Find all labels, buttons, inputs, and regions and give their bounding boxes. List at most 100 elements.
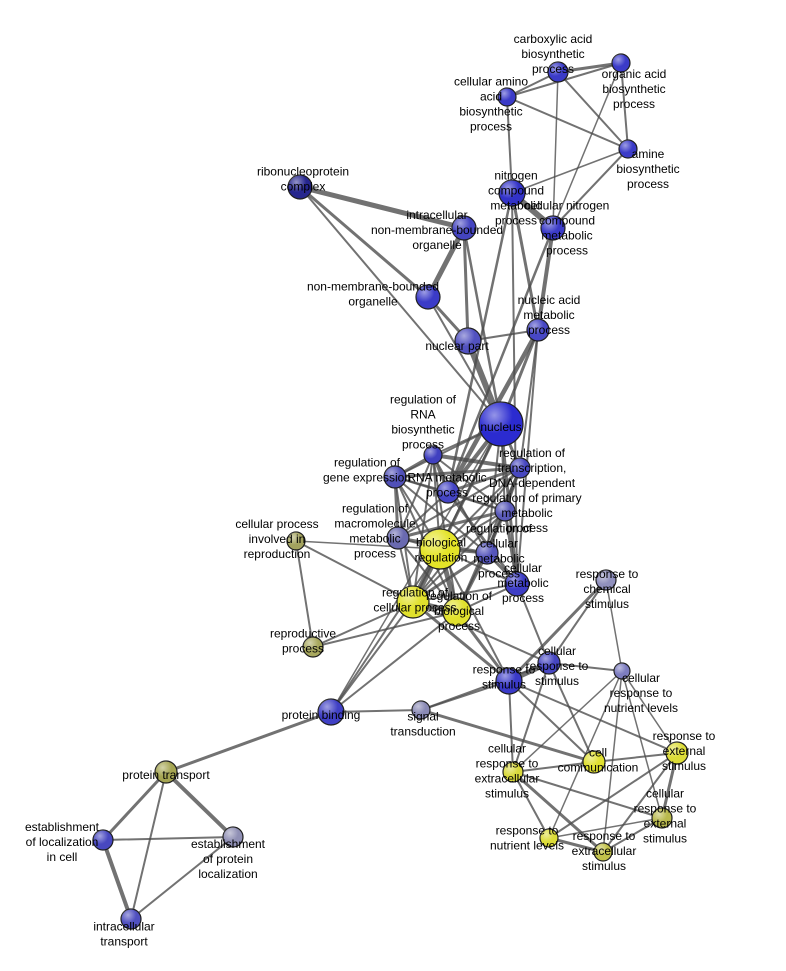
graph-edge-rnp-nucleus	[299, 186, 502, 425]
node-res[interactable]	[665, 741, 689, 765]
node-rrb[interactable]	[423, 445, 443, 465]
node-oa[interactable]	[611, 53, 631, 73]
node-br[interactable]	[419, 528, 461, 570]
node-rnl[interactable]	[539, 828, 559, 848]
node-cres[interactable]	[502, 761, 524, 783]
node-shine-it	[121, 909, 141, 929]
node-pt[interactable]	[154, 760, 178, 784]
graph-edge-rt-rge	[393, 466, 522, 479]
node-shine-st	[412, 701, 430, 719]
node-rge[interactable]	[383, 465, 407, 489]
graph-edge-aa-am	[506, 96, 629, 150]
graph-edge-crs-rcp	[412, 601, 550, 664]
node-inmb[interactable]	[451, 215, 477, 241]
node-shine-rmm	[387, 527, 409, 549]
node-nam[interactable]	[526, 318, 550, 342]
node-cnc[interactable]	[540, 215, 566, 241]
node-shine-elc	[93, 830, 113, 850]
node-rp[interactable]	[302, 636, 324, 658]
node-crn[interactable]	[613, 662, 631, 680]
node-cc[interactable]	[582, 750, 606, 774]
graph-edge-res-rextr	[602, 752, 678, 853]
node-it[interactable]	[120, 908, 142, 930]
graph-edge-crext-rnl	[548, 817, 663, 839]
graph-edge-elc-epl	[102, 836, 234, 841]
node-cmp[interactable]	[504, 571, 530, 597]
node-crs[interactable]	[537, 651, 561, 675]
node-rcm[interactable]	[475, 541, 499, 565]
graph-edge-cres-crext	[512, 771, 663, 819]
node-cpir[interactable]	[286, 531, 306, 551]
node-shine-nucleus	[479, 402, 523, 446]
node-crext[interactable]	[651, 807, 673, 829]
node-shine-epl	[223, 827, 243, 847]
node-shine-rts	[496, 668, 522, 694]
graph-edge-rna-cmp	[446, 490, 519, 586]
node-rchem[interactable]	[595, 569, 617, 591]
node-np[interactable]	[454, 327, 482, 355]
graph-edge-rrb-rcp	[412, 454, 434, 603]
node-rts[interactable]	[495, 667, 523, 695]
graph-edge-rts-cc	[508, 680, 595, 763]
node-rmm[interactable]	[386, 526, 410, 550]
graph-edge-crs-st	[420, 662, 550, 711]
node-pb[interactable]	[317, 698, 345, 726]
node-rpm[interactable]	[494, 500, 516, 522]
node-rt[interactable]	[509, 457, 531, 479]
graph-edge-rts-br	[439, 548, 510, 682]
graph-edge-cmp-crs	[516, 583, 550, 664]
graph-edge-pb-br	[330, 548, 441, 713]
node-shine-rt	[510, 458, 530, 478]
node-rna[interactable]	[436, 480, 460, 504]
graph-edge-nmb-nucleus	[427, 296, 502, 425]
node-shine-nam	[527, 319, 549, 341]
node-shine-np	[455, 328, 481, 354]
graph-edge-crn-res	[621, 670, 678, 754]
graph-edge-rpm-rmm	[396, 509, 507, 540]
node-nc[interactable]	[498, 179, 526, 207]
node-nmb[interactable]	[415, 284, 441, 310]
node-ca[interactable]	[547, 61, 569, 83]
graph-edge-rrb-rt	[431, 453, 522, 470]
node-aa[interactable]	[497, 87, 517, 107]
graph-edge-inmb-nucleus	[462, 226, 503, 426]
graph-edge-rts-cres	[508, 680, 514, 773]
node-shine-ca	[548, 62, 568, 82]
graph-edge-pb-rcp	[330, 601, 414, 713]
graph-edge-rge-rcm	[394, 476, 488, 554]
graph-edge-pt-elc	[101, 770, 168, 842]
edge-layer	[101, 61, 679, 921]
node-st[interactable]	[411, 700, 431, 720]
node-shine-res	[666, 742, 688, 764]
node-am[interactable]	[618, 139, 638, 159]
node-shine-br	[420, 529, 460, 569]
graph-edge-pt-it	[130, 771, 167, 920]
node-nucleus[interactable]	[478, 401, 524, 447]
node-shine-rcm	[476, 542, 498, 564]
node-rbp[interactable]	[442, 597, 472, 627]
node-rextr[interactable]	[593, 842, 613, 862]
node-rnp[interactable]	[287, 174, 313, 200]
node-rcp[interactable]	[396, 585, 430, 619]
node-shine-crext	[652, 808, 672, 828]
graph-edge-rts-rcp	[411, 600, 511, 683]
node-shine-rcp	[397, 586, 429, 618]
node-epl[interactable]	[222, 826, 244, 848]
node-elc[interactable]	[92, 829, 114, 851]
